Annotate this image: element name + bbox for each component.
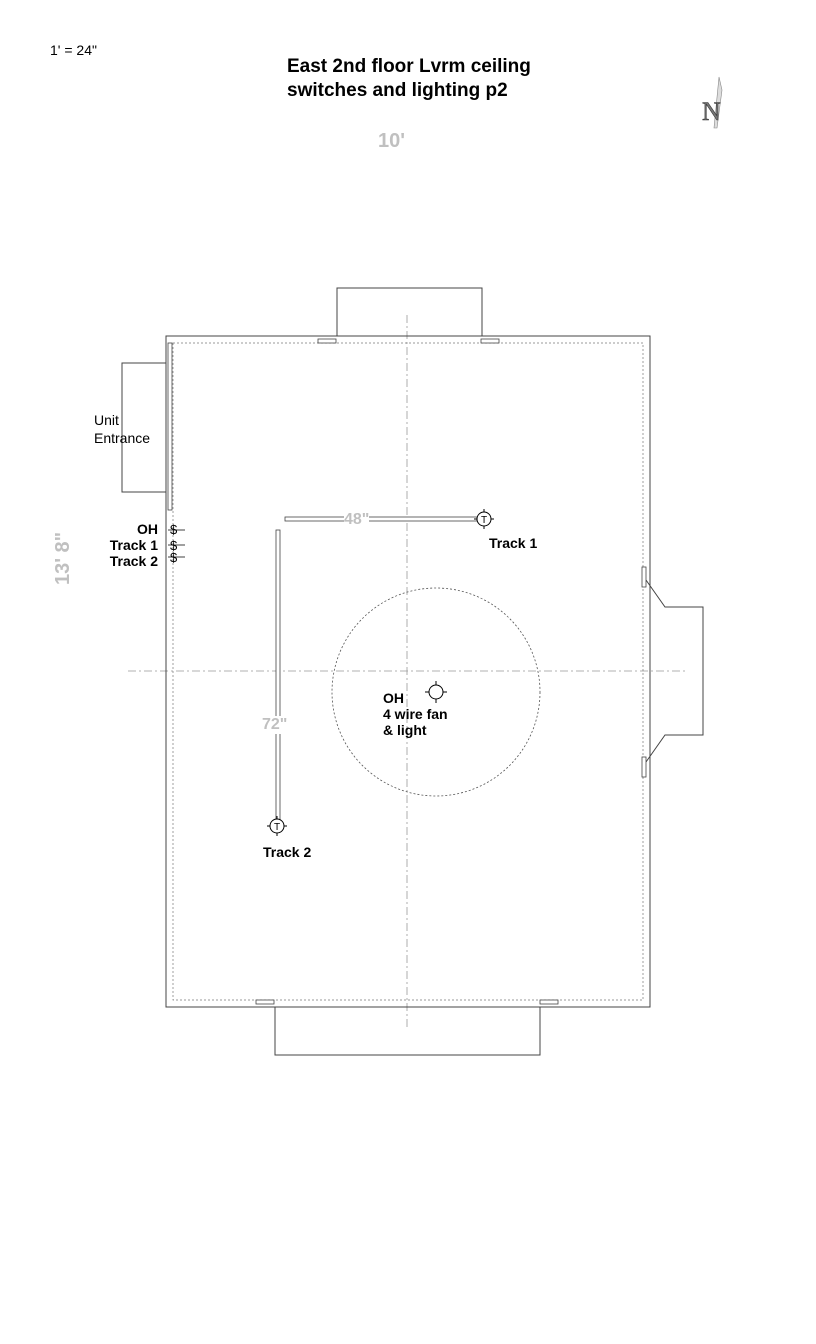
entrance-label-line-1: Unit: [94, 412, 119, 428]
entrance-label: Unit Entrance: [94, 411, 150, 447]
scale-label: 1' = 24": [50, 42, 97, 58]
bottom-bay: [274, 1006, 541, 1056]
fan-clearance-circle: [331, 587, 541, 797]
svg-text:$: $: [170, 538, 178, 553]
switch-label-track-2: Track 2: [109, 553, 158, 569]
entrance-door: [167, 342, 173, 511]
width-dimension: 10': [378, 130, 406, 152]
fan-label-line-3: & light: [383, 722, 427, 738]
switch-symbols: $$$: [168, 522, 185, 565]
room-outline: [165, 335, 651, 1008]
height-dimension: 13' 8": [52, 531, 74, 585]
switch-labels: OH Track 1 Track 2: [110, 521, 158, 569]
window: [317, 338, 337, 344]
switch-label-track-1: Track 1: [109, 537, 158, 553]
window: [480, 338, 500, 344]
entrance-label-line-2: Entrance: [94, 430, 151, 446]
track-1-rail: [284, 516, 478, 522]
fan-label-line-1: OH: [383, 690, 404, 706]
track-1-label: Track 1: [489, 535, 538, 551]
window: [641, 756, 647, 778]
window: [641, 566, 647, 588]
svg-text:$: $: [170, 522, 178, 537]
track-2-rail: [275, 529, 281, 821]
track-2-fixture-icon: T: [267, 816, 287, 836]
track-1-length: 48": [344, 511, 370, 529]
title-line-1: East 2nd floor Lvrm ceiling: [287, 56, 531, 77]
svg-text:$: $: [170, 550, 178, 565]
right-bay: [645, 579, 704, 763]
switch-label-oh: OH: [137, 521, 158, 537]
top-bay: [336, 287, 483, 337]
track-2-length: 72": [262, 716, 288, 734]
room-inner-wall: [172, 342, 644, 1001]
svg-text:T: T: [274, 822, 280, 833]
fan-label-line-2: 4 wire fan: [383, 706, 448, 722]
window: [255, 999, 275, 1005]
track-2-label: Track 2: [263, 844, 312, 860]
fan-label: OH 4 wire fan & light: [383, 690, 448, 738]
svg-text:T: T: [481, 515, 487, 526]
page-title: East 2nd floor Lvrm ceiling switches and…: [287, 55, 531, 103]
track-1-fixture-icon: T: [474, 509, 494, 529]
window: [539, 999, 559, 1005]
entrance-box: [121, 362, 166, 493]
fan-light-fixture-icon: [425, 681, 447, 703]
title-line-2: switches and lighting p2: [287, 80, 508, 101]
north-arrow-icon: N: [702, 76, 723, 129]
svg-text:N: N: [702, 97, 721, 126]
